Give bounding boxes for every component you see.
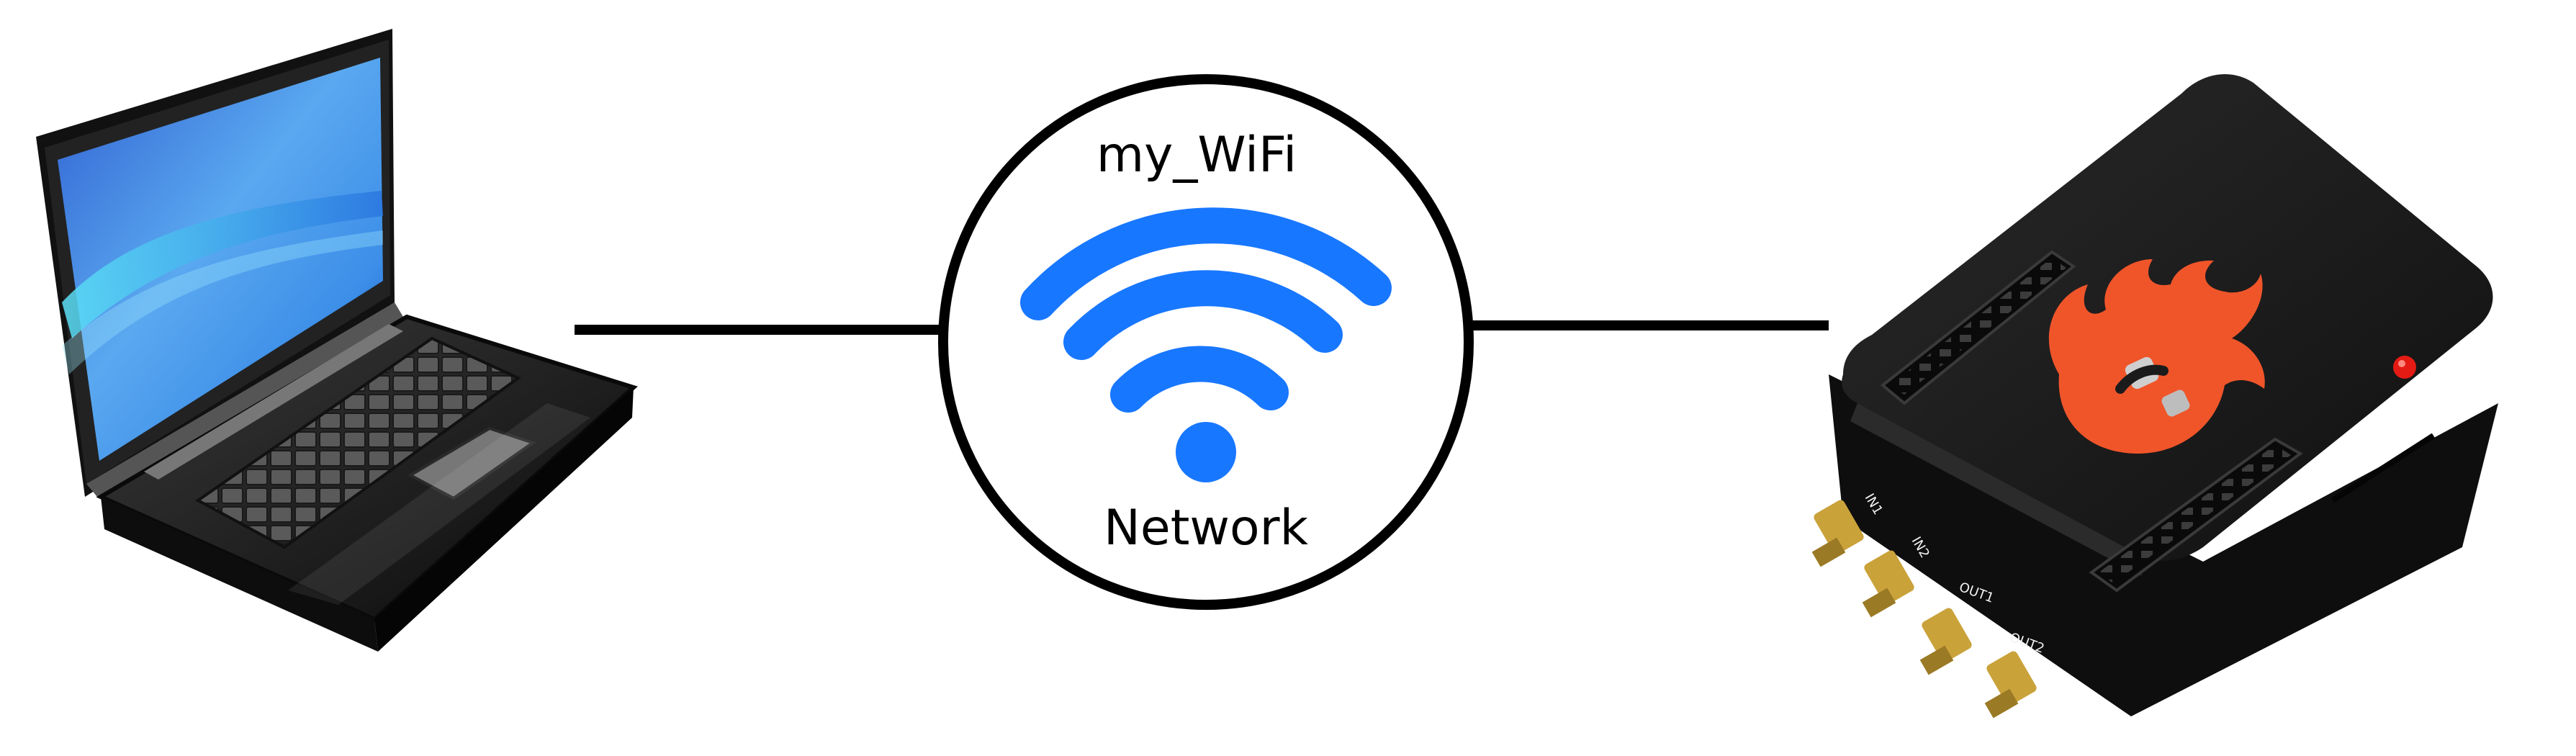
wifi-icon <box>1020 207 1392 413</box>
status-led <box>2393 356 2416 379</box>
network-circle <box>938 74 1474 610</box>
flame-logo <box>2048 259 2265 454</box>
network-caption-label: Network <box>1104 500 1309 557</box>
redpitaya-board-icon: IN1 IN2 OUT1 OUT2 <box>1811 74 2498 719</box>
sma-connector-out1: OUT1 <box>1919 580 1996 675</box>
laptop-icon <box>36 29 638 652</box>
wifi-dot <box>1176 422 1236 482</box>
wifi-network-node: my_WiFi Network <box>938 74 1474 610</box>
network-ssid-label: my_WiFi <box>1096 127 1297 184</box>
sma-connector-out2: OUT2 <box>1984 630 2046 719</box>
